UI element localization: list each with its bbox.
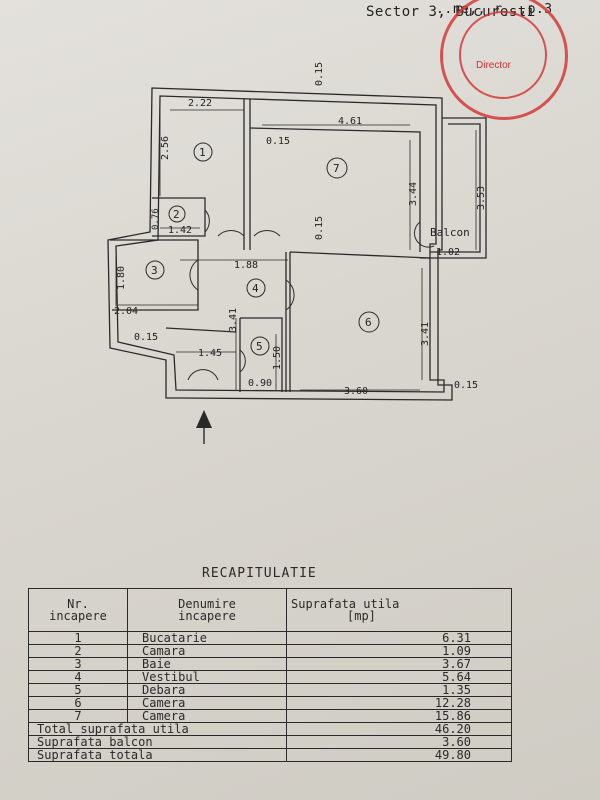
row-name: Debara: [127, 683, 287, 697]
header-nr-line1: Nr.: [67, 597, 89, 611]
dim-1-42: 1.42: [168, 225, 192, 236]
row-name: Camera: [127, 696, 287, 710]
row-name: Bucatarie: [127, 631, 287, 645]
row-name: Baie: [127, 657, 287, 671]
room-number-1: 1: [199, 146, 206, 159]
balcon-label: Balcon: [430, 226, 470, 239]
row-area: 6.31: [286, 631, 512, 645]
dim-1-80: 1.80: [116, 266, 127, 290]
dim-1-02: 1.02: [436, 247, 460, 258]
room-number-7: 7: [333, 162, 340, 175]
entrance-arrow-icon: [196, 410, 212, 444]
total-overall-value: 49.80: [286, 748, 512, 762]
total-useful-label: Total suprafata utila: [28, 722, 287, 736]
official-stamp-icon: [440, 0, 568, 120]
row-nr: 3: [28, 657, 128, 671]
total-overall-label: Suprafata totala: [28, 748, 287, 762]
total-balcon-value: 3.60: [286, 735, 512, 749]
table-row: 5 Debara 1.35: [28, 683, 512, 697]
row-nr: 6: [28, 696, 128, 710]
dim-0-76: 0.76: [151, 208, 161, 230]
room-number-6: 6: [365, 316, 372, 329]
dim-0-90: 0.90: [248, 378, 272, 389]
header-nr-line2: incapere: [49, 609, 107, 623]
total-row-useful: Total suprafata utila 46.20: [28, 722, 512, 736]
row-nr: 5: [28, 683, 128, 697]
header-name: Denumire incapere: [127, 588, 287, 632]
row-area: 1.09: [286, 644, 512, 658]
row-nr: 4: [28, 670, 128, 684]
header-nr: Nr. incapere: [28, 588, 128, 632]
dim-3-53: 3.53: [476, 186, 487, 210]
room-number-5: 5: [256, 340, 263, 353]
dim-3-60: 3.60: [344, 386, 368, 397]
dim-0-15-top: 0.15: [314, 62, 325, 86]
total-useful-value: 46.20: [286, 722, 512, 736]
dim-2-04: 2.04: [114, 306, 138, 317]
header-name-line2: incapere: [178, 609, 236, 623]
row-area: 3.67: [286, 657, 512, 671]
total-row-balcon: Suprafata balcon 3.60: [28, 735, 512, 749]
total-row-overall: Suprafata totala 49.80: [28, 748, 512, 762]
row-nr: 2: [28, 644, 128, 658]
dim-2-22: 2.22: [188, 98, 212, 109]
row-nr: 1: [28, 631, 128, 645]
table-row: 3 Baie 3.67: [28, 657, 512, 671]
table-row: 7 Camera 15.86: [28, 709, 512, 723]
dim-0-15-left: 0.15: [134, 332, 158, 343]
dim-1-50: 1.50: [272, 346, 283, 370]
row-nr: 7: [28, 709, 128, 723]
header-area-line2: [mp]: [347, 609, 376, 623]
header-name-line1: Denumire: [178, 597, 236, 611]
row-area: 5.64: [286, 670, 512, 684]
dim-0-15-right: 0.15: [454, 380, 478, 391]
header-area: Suprafata utila [mp]: [286, 588, 512, 632]
dim-0-15-mid: 0.15: [266, 136, 290, 147]
row-name: Camara: [127, 644, 287, 658]
floor-plan: 1 2 3 4 5 6 7 2.22 4.61 0.15 1.02 1.88 2…: [107, 62, 487, 444]
dim-4-61: 4.61: [338, 116, 362, 127]
dim-2-56: 2.56: [160, 136, 171, 160]
dim-3-41-left: 3.41: [228, 308, 239, 332]
table-row: 2 Camara 1.09: [28, 644, 512, 658]
header-area-line1: Suprafata utila: [291, 597, 400, 611]
dim-3-41-right: 3.41: [420, 322, 431, 346]
total-balcon-label: Suprafata balcon: [28, 735, 287, 749]
recap-table: Nr. incapere Denumire incapere Suprafata…: [28, 588, 512, 762]
dim-0-15-v: 0.15: [314, 216, 325, 240]
stamp-director-text: Director: [476, 60, 512, 71]
dim-1-88: 1.88: [234, 260, 258, 271]
dim-3-44: 3.44: [408, 182, 419, 206]
row-name: Vestibul: [127, 670, 287, 684]
table-title: RECAPITULATIE: [202, 566, 317, 581]
table-row: 4 Vestibul 5.64: [28, 670, 512, 684]
table-row: 1 Bucatarie 6.31: [28, 631, 512, 645]
table-row: 6 Camera 12.28: [28, 696, 512, 710]
row-area: 1.35: [286, 683, 512, 697]
table-header-row: Nr. incapere Denumire incapere Suprafata…: [28, 588, 512, 632]
room-number-2: 2: [173, 208, 180, 221]
dim-1-45: 1.45: [198, 348, 222, 359]
row-name: Camera: [127, 709, 287, 723]
room-number-4: 4: [252, 282, 259, 295]
row-area: 15.86: [286, 709, 512, 723]
room-number-3: 3: [151, 264, 158, 277]
row-area: 12.28: [286, 696, 512, 710]
